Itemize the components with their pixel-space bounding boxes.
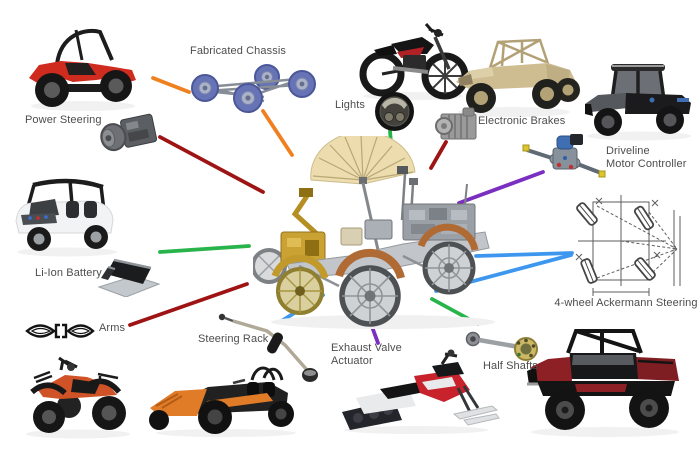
headlight-illustration [375,92,414,131]
slingshot-image [148,356,305,438]
gem-car-image [10,174,124,258]
half-shaft-image [463,328,543,364]
steering-rack-image [213,310,330,388]
battery-image [97,253,161,297]
electronic-brakes-illustration [435,107,477,140]
connector-chassis-to-rover [261,109,294,157]
ackermann-diagram-illustration [575,195,681,296]
snowmobile-image [336,348,503,435]
orange-atv-illustration [26,356,130,439]
slingshot-illustration [149,366,296,437]
steering-rack-label: Steering Rack [198,333,269,345]
driveline-label-line2: Motor Controller [606,158,687,170]
exhaust-valve-label-line2: Actuator [331,355,373,367]
power-steering-label: Power Steering [25,114,102,126]
connector-rover-to-ackermann-upper [474,251,574,258]
connector-brakes-to-rover [429,140,448,170]
arms-image [25,318,95,344]
arms-illustration [25,323,95,339]
connector-power-steering-to-rover [158,135,265,194]
driveline-label-line1: Driveline [606,145,650,157]
lunar-rover-image [253,136,523,333]
fabricated-chassis-image [182,56,324,114]
dark-red-utv-illustration [527,329,679,437]
arms-label: Arms [99,322,126,334]
motorcycle-image [356,6,470,103]
red-utv-illustration [29,28,136,111]
battery-illustration [97,258,161,297]
driveline-image [522,134,606,184]
tan-utv-illustration [456,38,580,117]
lights-label: Lights [335,99,365,111]
power-steering-illustration [100,113,158,152]
ackermann-label: 4-wheel Ackermann Steering [554,297,698,309]
lunar-rover-illustration [253,136,495,329]
dark-red-utv-image [523,322,687,440]
black-utv-illustration [585,64,691,141]
connector-arms-to-rover [128,282,249,327]
motorcycle-illustration [359,23,469,100]
driveline-illustration [522,134,606,178]
exhaust-valve-label-line1: Exhaust Valve [331,342,402,354]
red-utv-image [24,18,142,114]
steering-rack-illustration [218,313,318,382]
fabricated-chassis-illustration [191,64,316,113]
li-ion-battery-label: Li-Ion Battery [35,267,102,279]
black-utv-image [581,58,698,142]
snowmobile-illustration [342,349,500,434]
power-steering-image [97,113,159,155]
orange-atv-image [20,348,137,440]
electronic-brakes-image [435,105,480,144]
tan-utv-image [450,32,582,119]
connector-battery-to-rover [158,244,251,254]
headlight-image [374,91,415,132]
electronic-brakes-label: Electronic Brakes [478,115,566,127]
gem-car-illustration [15,178,117,257]
half-shaft-illustration [465,331,538,361]
connector-red-utv-to-chassis [151,76,191,94]
ackermann-diagram-image [556,192,700,302]
connector-driveline-to-rover [457,170,545,205]
half-shafts-label: Half Shafts [483,360,538,372]
fabricated-chassis-label: Fabricated Chassis [190,45,286,57]
